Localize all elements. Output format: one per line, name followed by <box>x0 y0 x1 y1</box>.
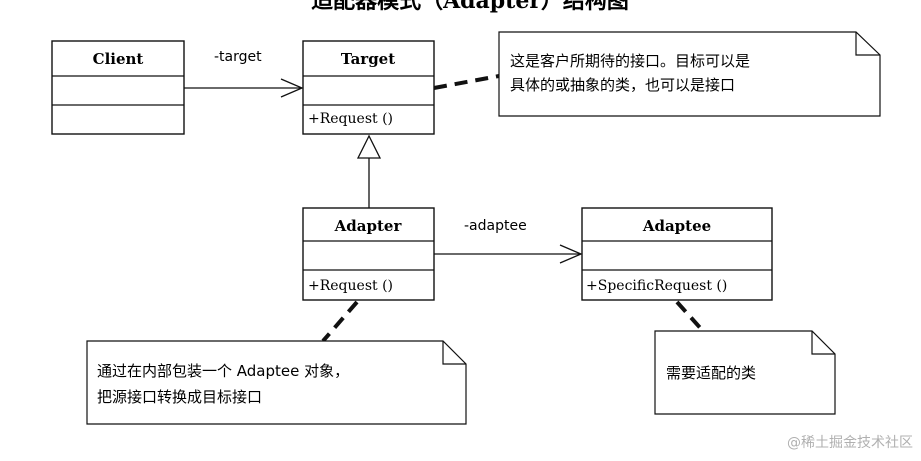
note-adapter-line-1: 通过在内部包装一个 Adaptee 对象， <box>97 362 349 380</box>
class-adaptee: Adaptee +SpecificRequest () <box>581 207 773 301</box>
association-client-target-label: -target <box>214 49 262 65</box>
note-adaptee-line-1: 需要适配的类 <box>666 364 756 382</box>
note-adaptee: 需要适配的类 <box>654 300 836 415</box>
note-target-line-1: 这是客户所期待的接口。目标可以是 <box>510 52 750 70</box>
association-adapter-adaptee-label: -adaptee <box>464 218 527 234</box>
class-client: Client <box>51 40 185 135</box>
open-arrow-icon <box>280 78 304 98</box>
open-arrow-icon <box>559 244 583 264</box>
watermark: @稀土掘金技术社区 <box>787 435 913 451</box>
diagram-title: 适配器模式（Adapter）结构图 <box>311 0 629 14</box>
class-adaptee-operation: +SpecificRequest () <box>586 278 727 294</box>
class-adapter-operation: +Request () <box>308 278 393 294</box>
note-adapter: 通过在内部包装一个 Adaptee 对象， 把源接口转换成目标接口 <box>86 300 467 425</box>
association-adapter-adaptee: -adaptee <box>434 218 583 264</box>
note-adapter-line-2: 把源接口转换成目标接口 <box>97 388 262 406</box>
class-target-name: Target <box>341 50 395 68</box>
note-target-line-2: 具体的或抽象的类，也可以是接口 <box>510 76 735 94</box>
association-client-target: -target <box>184 49 304 98</box>
class-target: Target +Request () <box>302 40 435 135</box>
class-adapter-name: Adapter <box>334 217 403 235</box>
class-adaptee-name: Adaptee <box>642 217 711 235</box>
class-adapter: Adapter +Request () <box>302 207 435 301</box>
note-target: 这是客户所期待的接口。目标可以是 具体的或抽象的类，也可以是接口 <box>433 31 881 117</box>
hollow-triangle-icon <box>356 134 382 159</box>
class-target-operation: +Request () <box>308 111 393 127</box>
generalization-adapter-target <box>356 134 382 208</box>
class-client-name: Client <box>93 50 144 68</box>
